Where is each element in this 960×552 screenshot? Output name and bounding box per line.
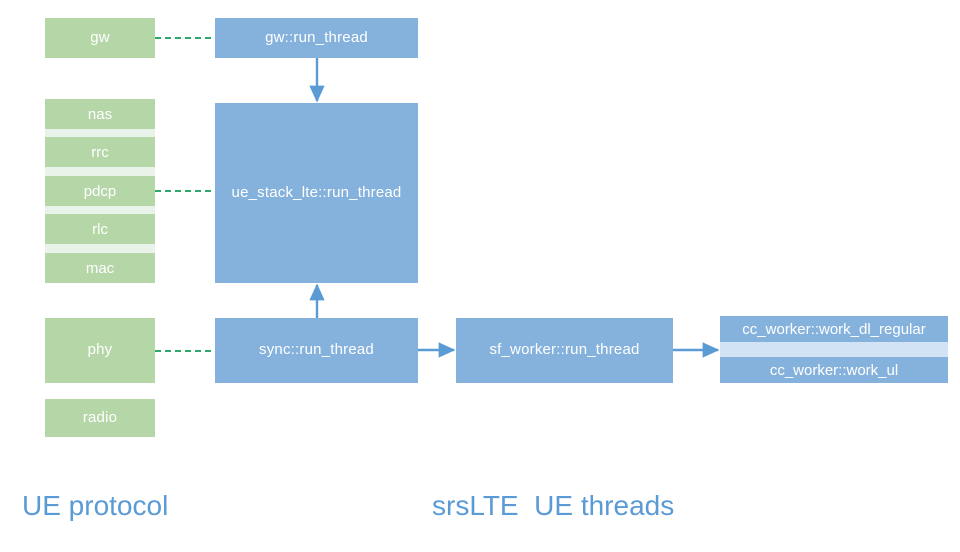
thread-box-sync-run-thread-label: sync::run_thread [259, 341, 374, 359]
thread-box-ue-stack-lte-run-thread-label: ue_stack_lte::run_thread [231, 183, 402, 201]
thread-box-gw-run-thread-label: gw::run_thread [265, 28, 368, 46]
protocol-box-nas: nas [45, 99, 155, 129]
thread-box-cc-worker-work-ul-label: cc_worker::work_ul [769, 361, 899, 379]
protocol-box-gw-label: gw [90, 28, 110, 46]
thread-box-gw-run-thread: gw::run_thread [215, 18, 418, 58]
protocol-box-radio: radio [45, 399, 155, 437]
protocol-box-phy: phy [45, 318, 155, 383]
protocol-box-mac: mac [45, 253, 155, 283]
protocol-box-gw: gw [45, 18, 155, 58]
protocol-box-pdcp: pdcp [45, 176, 155, 206]
protocol-box-rrc: rrc [45, 137, 155, 167]
protocol-box-radio-label: radio [82, 408, 118, 426]
thread-box-ue-stack-lte-run-thread: ue_stack_lte::run_thread [215, 103, 418, 283]
caption-ue-protocol: UE protocol [22, 490, 169, 521]
protocol-stack: nas rrc pdcp rlc mac [45, 99, 155, 283]
protocol-box-mac-label: mac [85, 259, 115, 277]
cc-worker-group: cc_worker::work_dl_regular cc_worker::wo… [720, 316, 948, 383]
thread-box-cc-worker-work-dl-regular-label: cc_worker::work_dl_regular [742, 320, 926, 338]
thread-box-cc-worker-work-ul: cc_worker::work_ul [720, 357, 948, 383]
protocol-box-pdcp-label: pdcp [83, 182, 117, 200]
caption-srslte-ue-threads: srsLTE UE threads [432, 490, 675, 521]
protocol-box-phy-label: phy [87, 341, 113, 359]
thread-box-sync-run-thread: sync::run_thread [215, 318, 418, 383]
thread-box-cc-worker-work-dl-regular: cc_worker::work_dl_regular [720, 316, 948, 342]
protocol-box-rlc: rlc [45, 214, 155, 244]
thread-box-sf-worker-run-thread-label: sf_worker::run_thread [489, 341, 640, 359]
protocol-box-rrc-label: rrc [91, 143, 109, 161]
protocol-box-nas-label: nas [87, 105, 113, 123]
thread-box-sf-worker-run-thread: sf_worker::run_thread [456, 318, 673, 383]
protocol-box-rlc-label: rlc [92, 220, 108, 238]
